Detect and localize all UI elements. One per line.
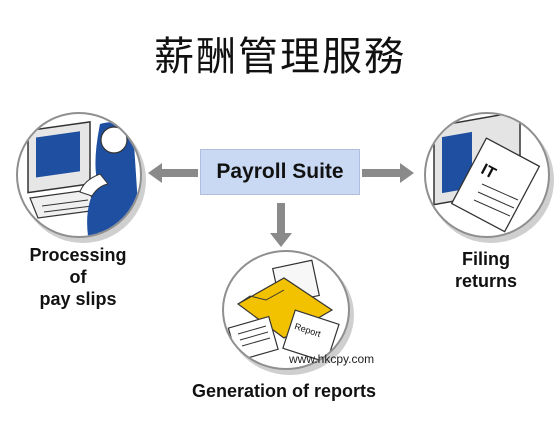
pay-slips-line-1: Processing xyxy=(29,245,127,265)
report-folder-icon: Report xyxy=(227,259,340,364)
pay-slips-illustration xyxy=(16,112,142,238)
page-title: 薪酬管理服務 xyxy=(154,34,406,80)
arrow-down-icon xyxy=(270,203,292,247)
arrow-right-icon xyxy=(362,163,414,183)
payroll-suite-box: Payroll Suite xyxy=(200,149,360,195)
pay-slips-line-2: of xyxy=(69,267,87,287)
filing-returns-line-2: returns xyxy=(454,271,517,291)
watermark-text: www.hkcpy.com xyxy=(289,352,375,366)
computer-user-icon xyxy=(27,121,140,236)
arrow-left-icon xyxy=(148,163,198,183)
reports-illustration: Report xyxy=(222,250,350,370)
filing-returns-label: Filing returns xyxy=(434,248,538,292)
tax-document-icon: IT xyxy=(433,114,541,233)
pay-slips-line-3: pay slips xyxy=(39,289,117,309)
payroll-suite-label: Payroll Suite xyxy=(216,160,344,183)
reports-label: Generation of reports xyxy=(191,381,377,401)
pay-slips-label: Processing of pay slips xyxy=(14,244,142,310)
filing-returns-illustration: IT xyxy=(424,112,550,238)
filing-returns-line-1: Filing xyxy=(462,249,510,269)
